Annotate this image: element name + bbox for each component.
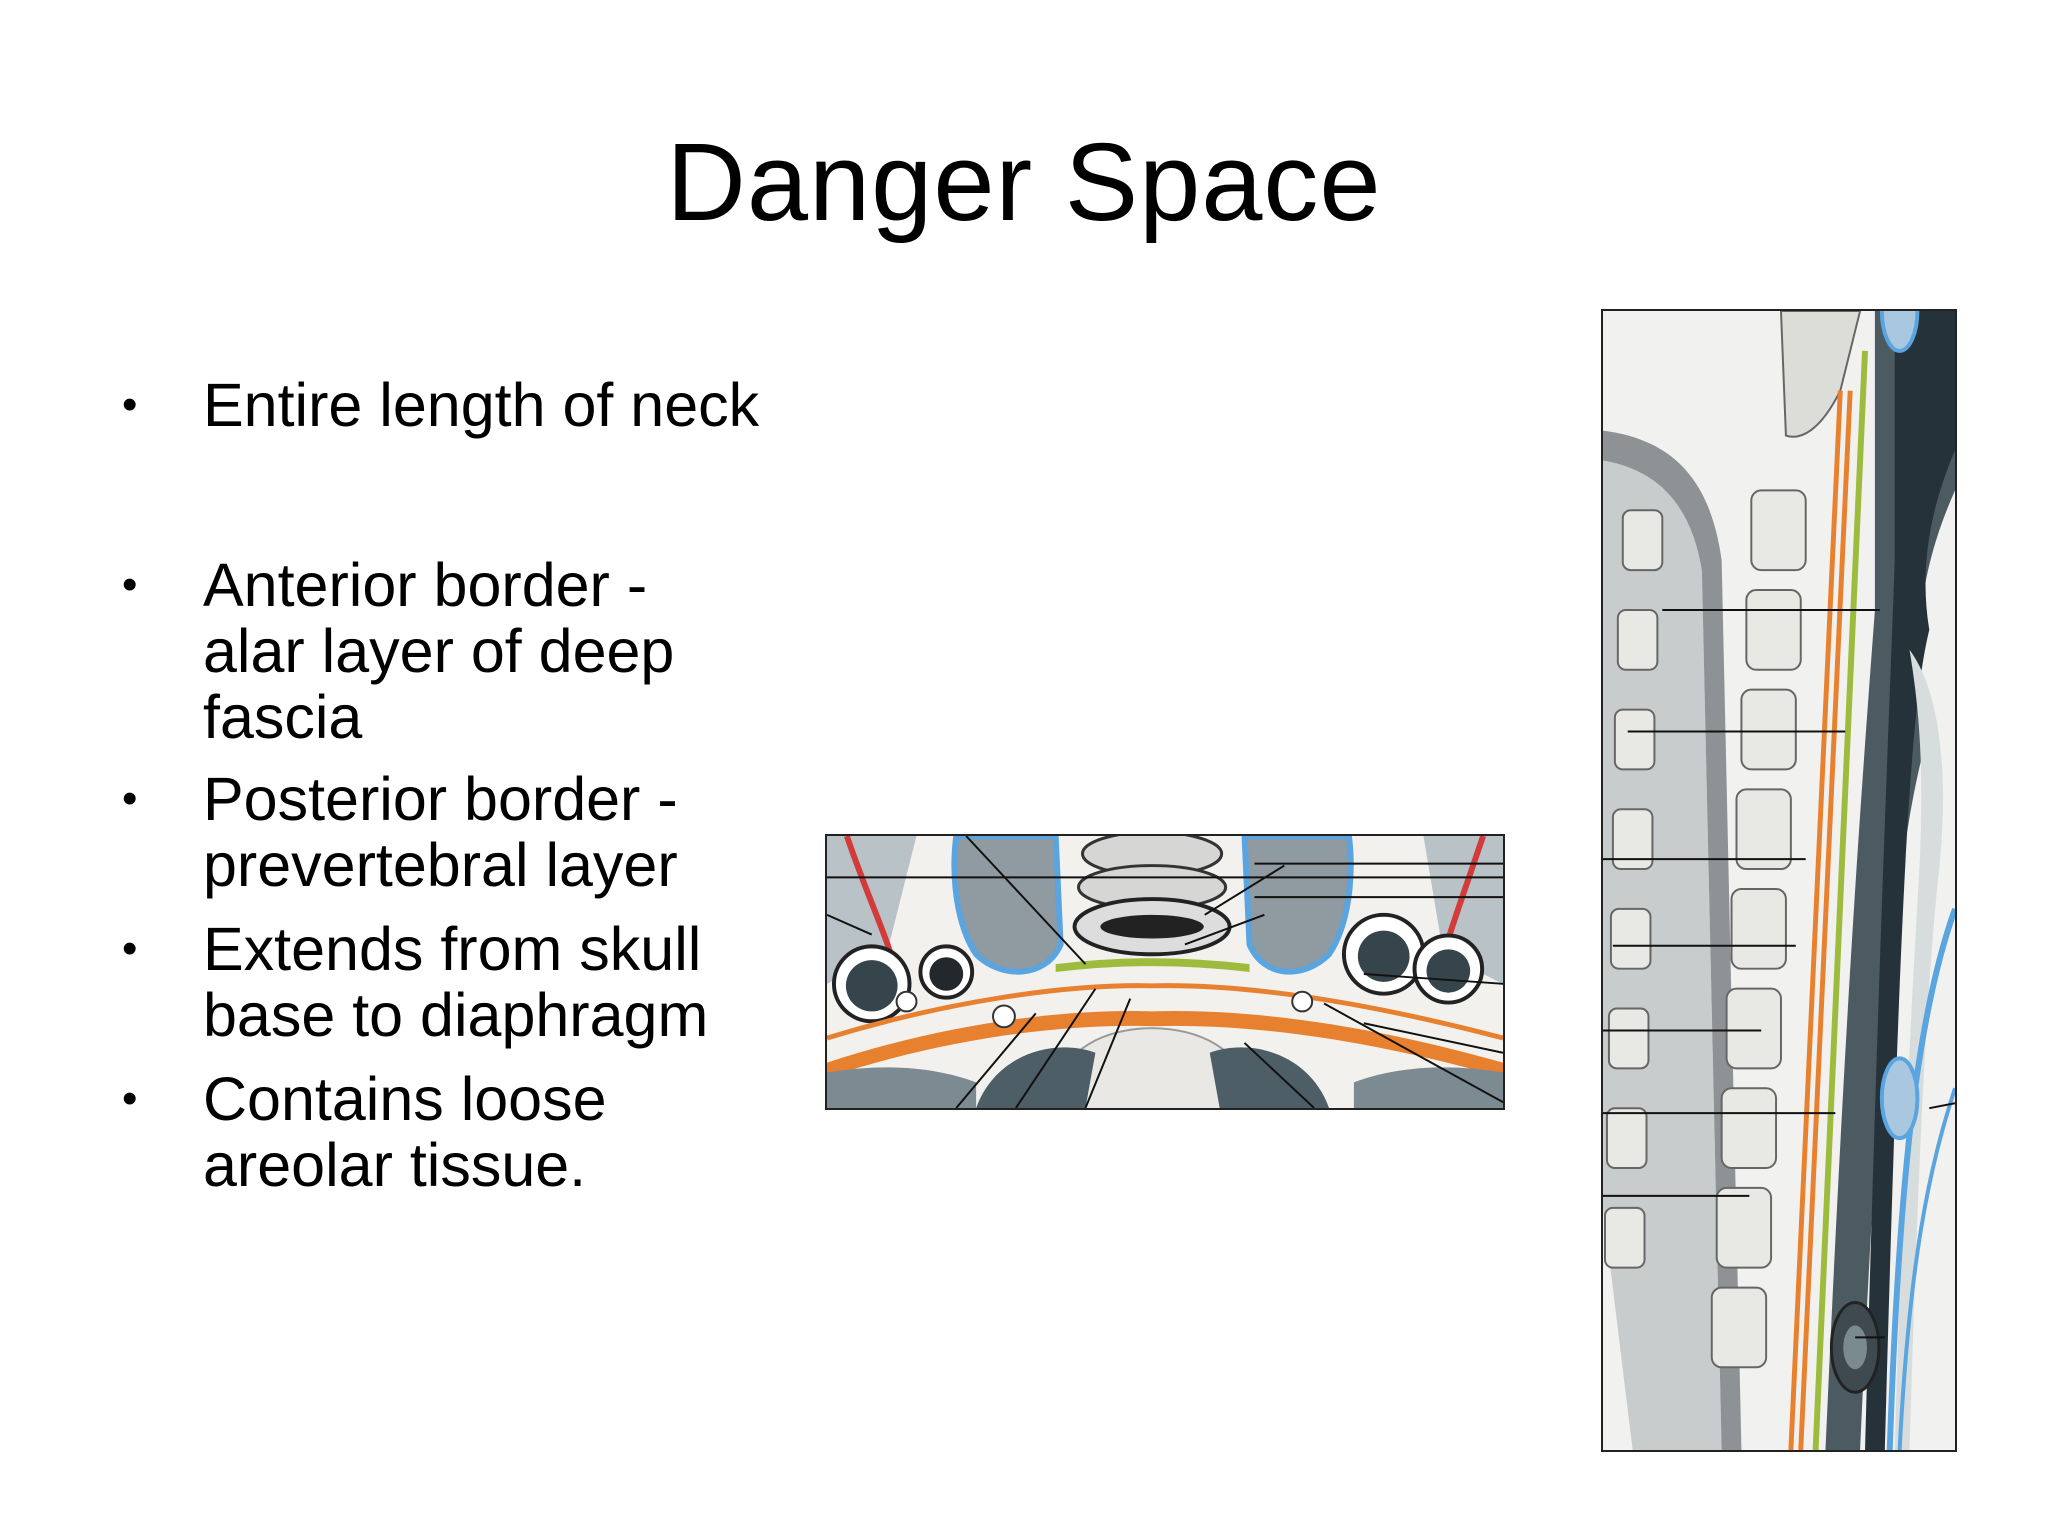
axial-neck-cross-section-illustration — [827, 836, 1503, 1108]
slide-title: Danger Space — [666, 121, 1382, 244]
bullet-text: Anterior border - alar layer of deep fas… — [203, 551, 675, 751]
bullet-text: Entire length of neck — [203, 371, 760, 439]
sagittal-section-figure — [1601, 309, 1957, 1452]
bullet-text: Extends from skull base to diaphragm — [203, 915, 709, 1049]
bullet-marker: • — [122, 560, 138, 609]
bullet-marker: • — [122, 1074, 138, 1123]
bullet-text: Contains loose areolar tissue. — [203, 1065, 607, 1199]
bullet-marker: • — [122, 774, 138, 823]
axial-section-figure — [825, 834, 1505, 1110]
bullet-marker: • — [122, 924, 138, 973]
bullet-marker: • — [122, 380, 138, 429]
bullet-text: Posterior border - prevertebral layer — [203, 765, 678, 899]
sagittal-neck-section-illustration — [1603, 311, 1955, 1450]
